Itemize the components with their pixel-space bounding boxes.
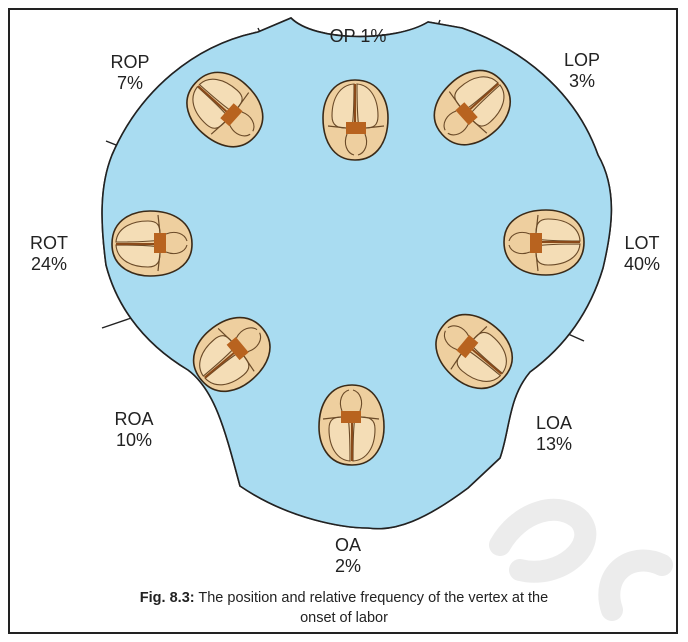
label-rot-abbr: ROT [30,233,68,253]
label-oa-abbr: OA [334,535,361,555]
label-oa: OA 2% [326,535,370,577]
label-lot-percent: 40% [623,254,661,274]
label-lop: LOP 3% [552,50,612,92]
label-lot-abbr: LOT [624,233,660,253]
watermark-graphic [489,498,673,621]
label-loa-percent: 13% [535,434,573,454]
label-roa-percent: 10% [115,430,153,450]
fetal-skull-rot-icon [111,210,193,277]
label-rop-abbr: ROP [110,52,150,72]
label-rop: ROP 7% [100,52,160,94]
figure-number: Fig. 8.3: [139,590,195,606]
fetal-skull-lot-icon [503,209,585,276]
label-rot-percent: 24% [30,254,68,274]
label-op: OP 1% [316,26,400,47]
label-op-line1: OP 1% [329,26,387,46]
label-lop-percent: 3% [568,71,595,91]
label-loa-abbr: LOA [535,413,573,433]
fetal-skull-op-icon [322,79,389,161]
label-roa-abbr: ROA [114,409,154,429]
caption-text: The position and relative frequency of t… [194,590,549,606]
caption-text-line2: onset of labor [300,610,388,626]
label-lot: LOT 40% [616,233,668,275]
label-rot: ROT 24% [22,233,76,275]
label-oa-percent: 2% [334,556,361,576]
figure-caption: Fig. 8.3: The position and relative freq… [20,588,668,628]
label-roa: ROA 10% [104,409,164,451]
fetal-skull-oa-icon [318,384,385,466]
label-lop-abbr: LOP [563,50,601,70]
label-loa: LOA 13% [526,413,582,455]
label-rop-percent: 7% [116,73,143,93]
